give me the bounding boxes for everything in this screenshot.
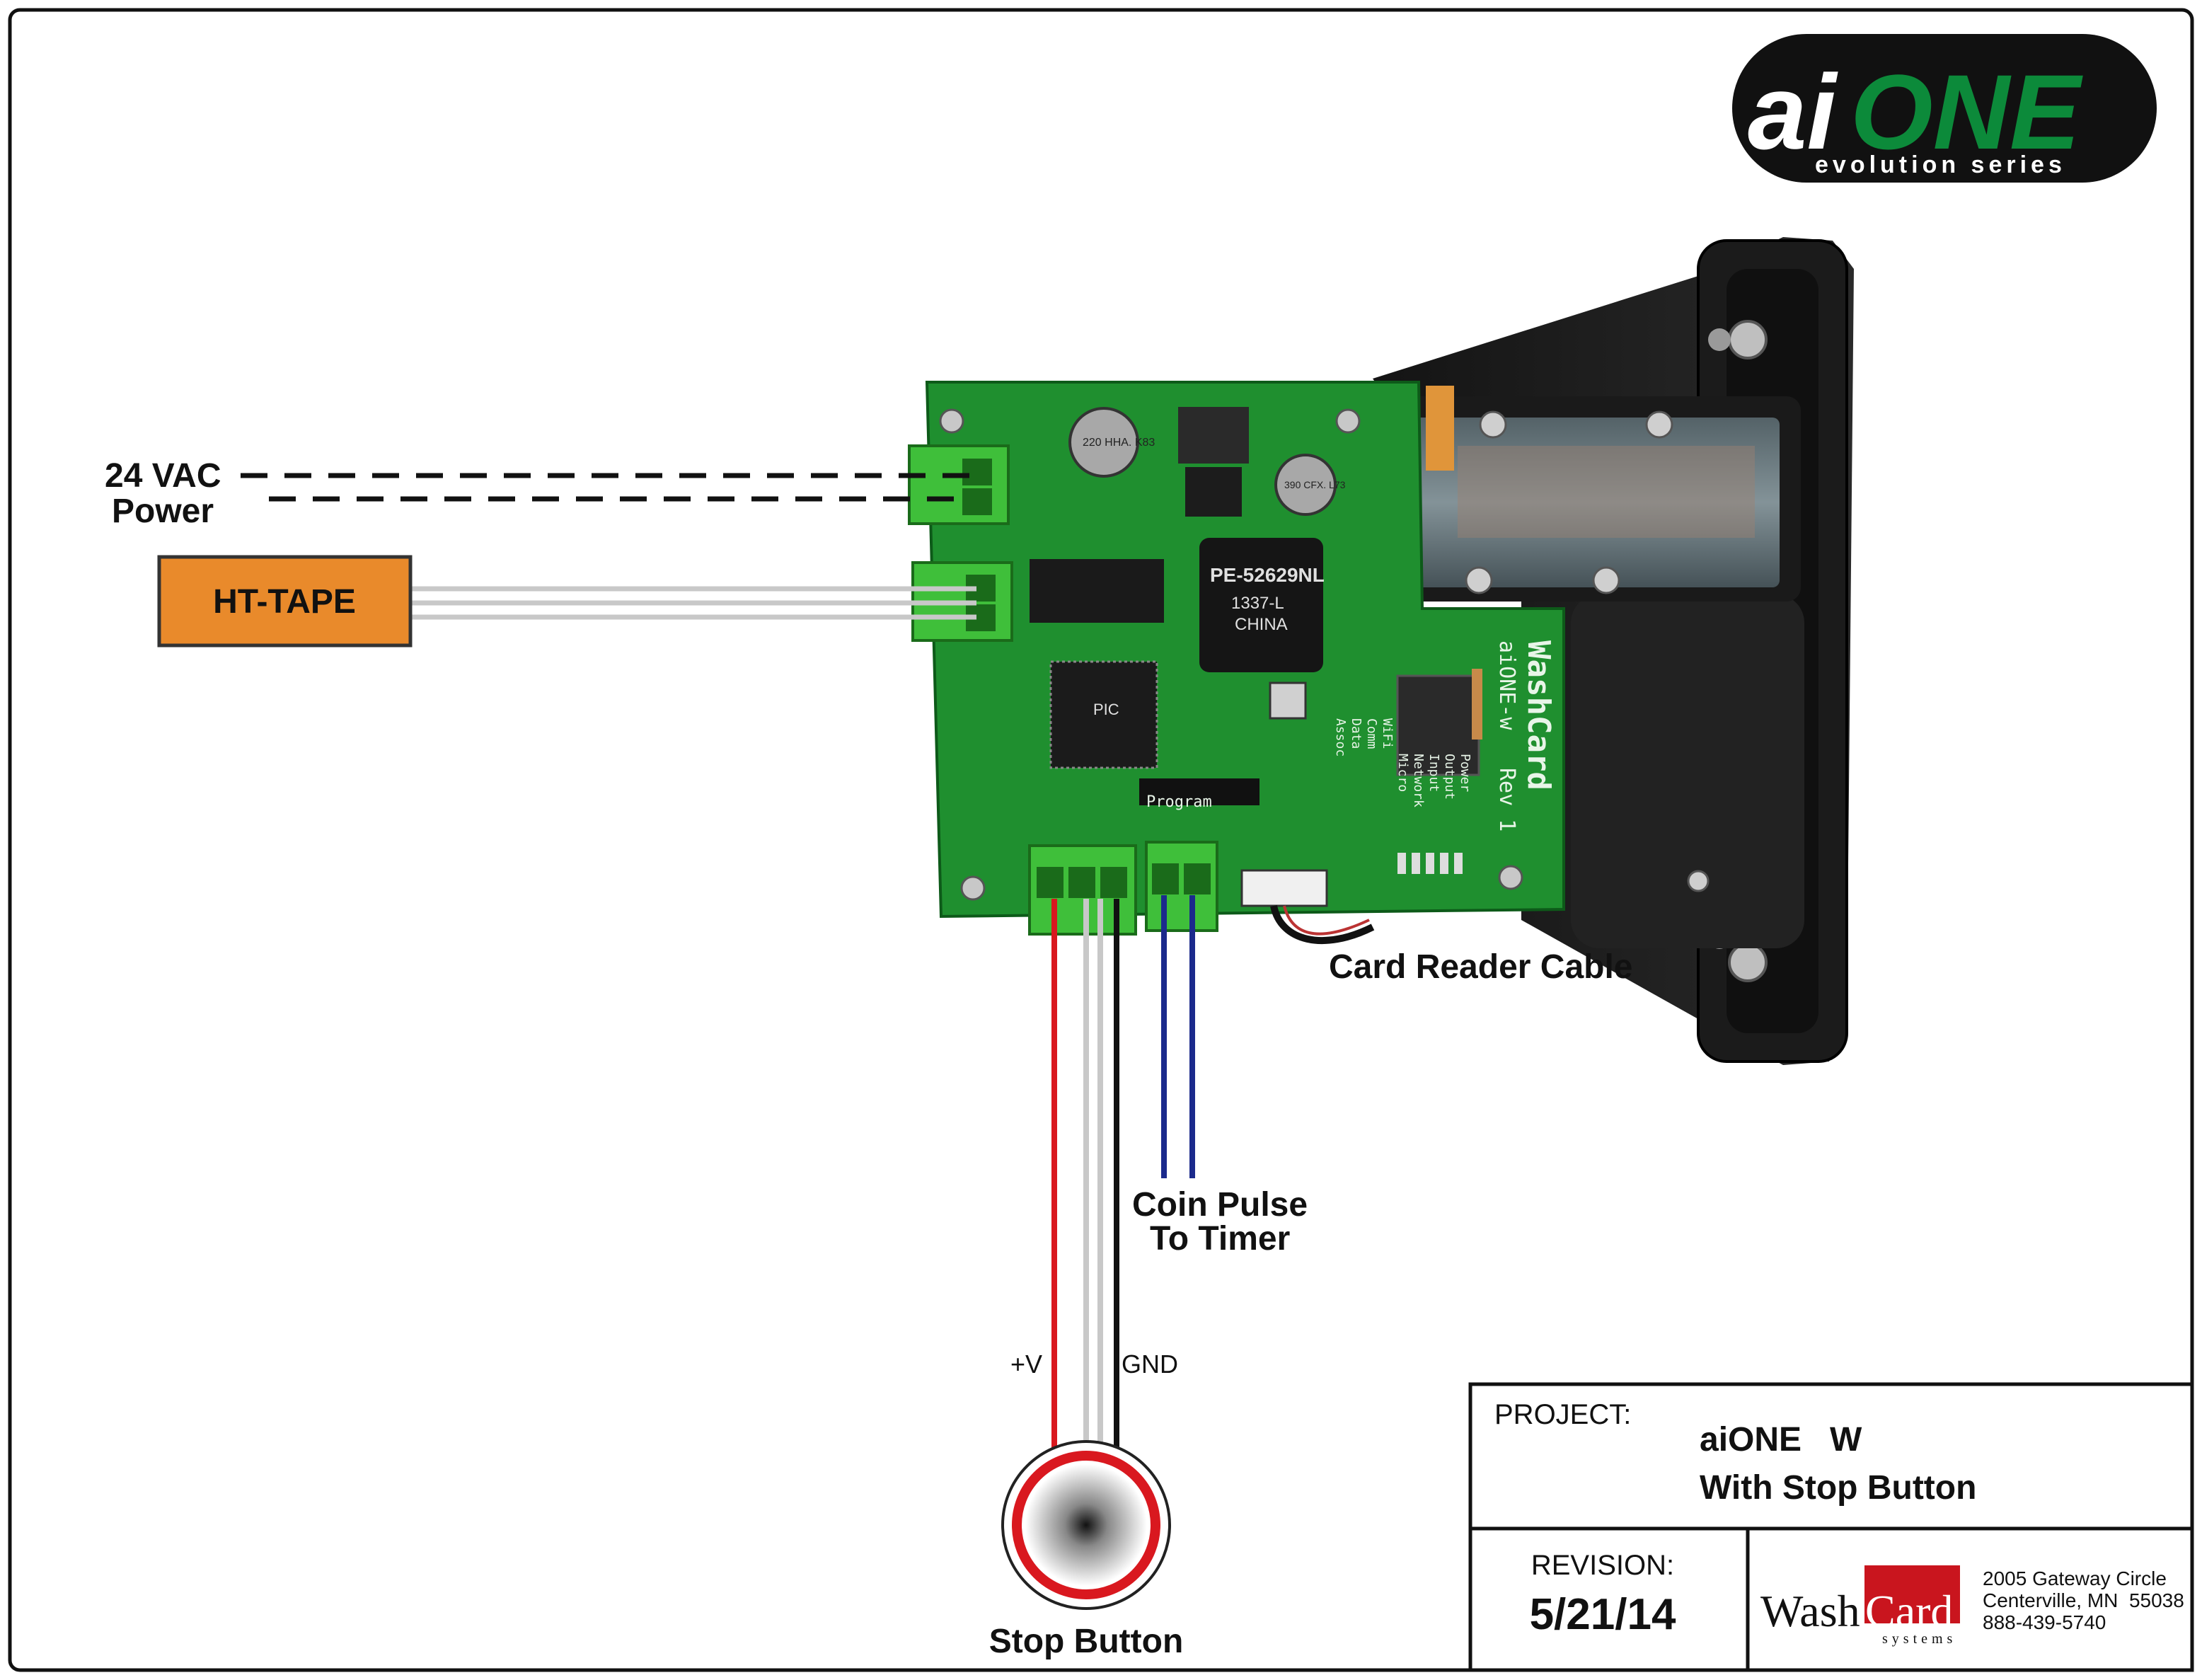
project-label: PROJECT: [1494,1399,1631,1430]
title-block: PROJECT: aiONE W With Stop Button REVISI… [1468,1382,2194,1672]
assoc-label: Assoc [1333,718,1348,756]
logo-tagline: evolution series [1815,151,2066,178]
inductor-label-3: CHINA [1235,615,1288,634]
project-name: aiONE W [1700,1421,1862,1459]
mounting-hole [960,875,986,901]
gnd-label: GND [1122,1350,1178,1379]
microcontroller-chip [1049,660,1158,769]
address-line-3: 888-439-5740 [1983,1611,2106,1633]
stop-button-wires [1051,899,1119,1458]
card-reader [1344,237,1854,1065]
card-reader-cable-label: Card Reader Cable [1329,948,1633,986]
stop-button-label: Stop Button [989,1623,1184,1660]
led-label-micro: Micro [1395,754,1410,792]
ht-tape-wires [410,586,976,620]
voltage-regulator [1178,407,1249,464]
pcb-board: 220 HHA. K83 390 CFX. L73 PE-52629NL 133… [925,381,1565,945]
revision-date: 5/21/14 [1530,1590,1676,1639]
logo-one-text: ONE [1850,52,2083,171]
card-reader-connector [1240,869,1328,907]
project-subtitle: With Stop Button [1700,1469,1976,1507]
capacitor-label: 220 HHA. K83 [1083,437,1155,449]
washcard-logo-right: Card [1865,1586,1953,1636]
ht-tape-box [157,555,413,648]
mounting-hole [939,408,964,434]
coin-pulse-label-line2: To Timer [1150,1220,1290,1258]
program-label: Program [1146,793,1212,811]
mounting-hole [1335,408,1361,434]
mounting-hole [1498,865,1523,890]
page-border [8,8,2194,1672]
led-label-network: Network [1411,754,1426,807]
capacitor [1274,454,1337,516]
washcard-logo-left: Wash [1760,1586,1860,1636]
terminal-coin-pulse [1145,841,1218,932]
aione-logo: ai ONE evolution series [1732,34,2157,183]
terminal-j7 [908,444,1010,525]
capacitor-label: 390 CFX. L73 [1284,479,1346,490]
washcard-logo-sub: systems [1882,1631,1956,1647]
terminal-stop-button [1028,844,1137,936]
led-label-input: Input [1426,754,1441,792]
mcu-label: PIC [1093,701,1119,718]
wifi-label: WiFi [1380,718,1395,749]
data-label: Data [1349,718,1364,749]
logo-ai-text: ai [1748,52,1838,171]
power-label-line2: Power [112,493,214,530]
revision-label: REVISION: [1531,1550,1674,1581]
led-label-output: Output [1442,754,1457,800]
power-label-line1: 24 VAC [105,457,221,495]
washcard-logo: Wash Card systems [1760,1565,1960,1647]
inductor-chip [1199,538,1323,672]
silk-washcard: WashCard [1521,640,1557,790]
capacitor [1068,407,1139,478]
coin-pulse-wires [1161,895,1195,1178]
comm-label: Comm [1364,718,1379,749]
address-line-2: Centerville, MN 55038 [1983,1589,2184,1611]
silk-rev: Rev 1 [1494,768,1519,832]
plus-v-label: +V [1010,1350,1042,1379]
address-line-1: 2005 Gateway Circle [1983,1567,2167,1589]
stop-button-icon [1001,1440,1171,1610]
silk-model: aiONE-w [1494,640,1519,730]
reset-button [1269,681,1307,720]
program-header [1139,778,1259,805]
power-wires [241,473,969,502]
inductor-label-2: 1337-L [1231,594,1284,613]
inductor-label-1: PE-52629NL [1210,564,1325,586]
coin-pulse-label-line1: Coin Pulse [1132,1186,1308,1224]
ht-tape-label: HT-TAPE [213,583,356,621]
led-label-power: Power [1458,754,1472,792]
